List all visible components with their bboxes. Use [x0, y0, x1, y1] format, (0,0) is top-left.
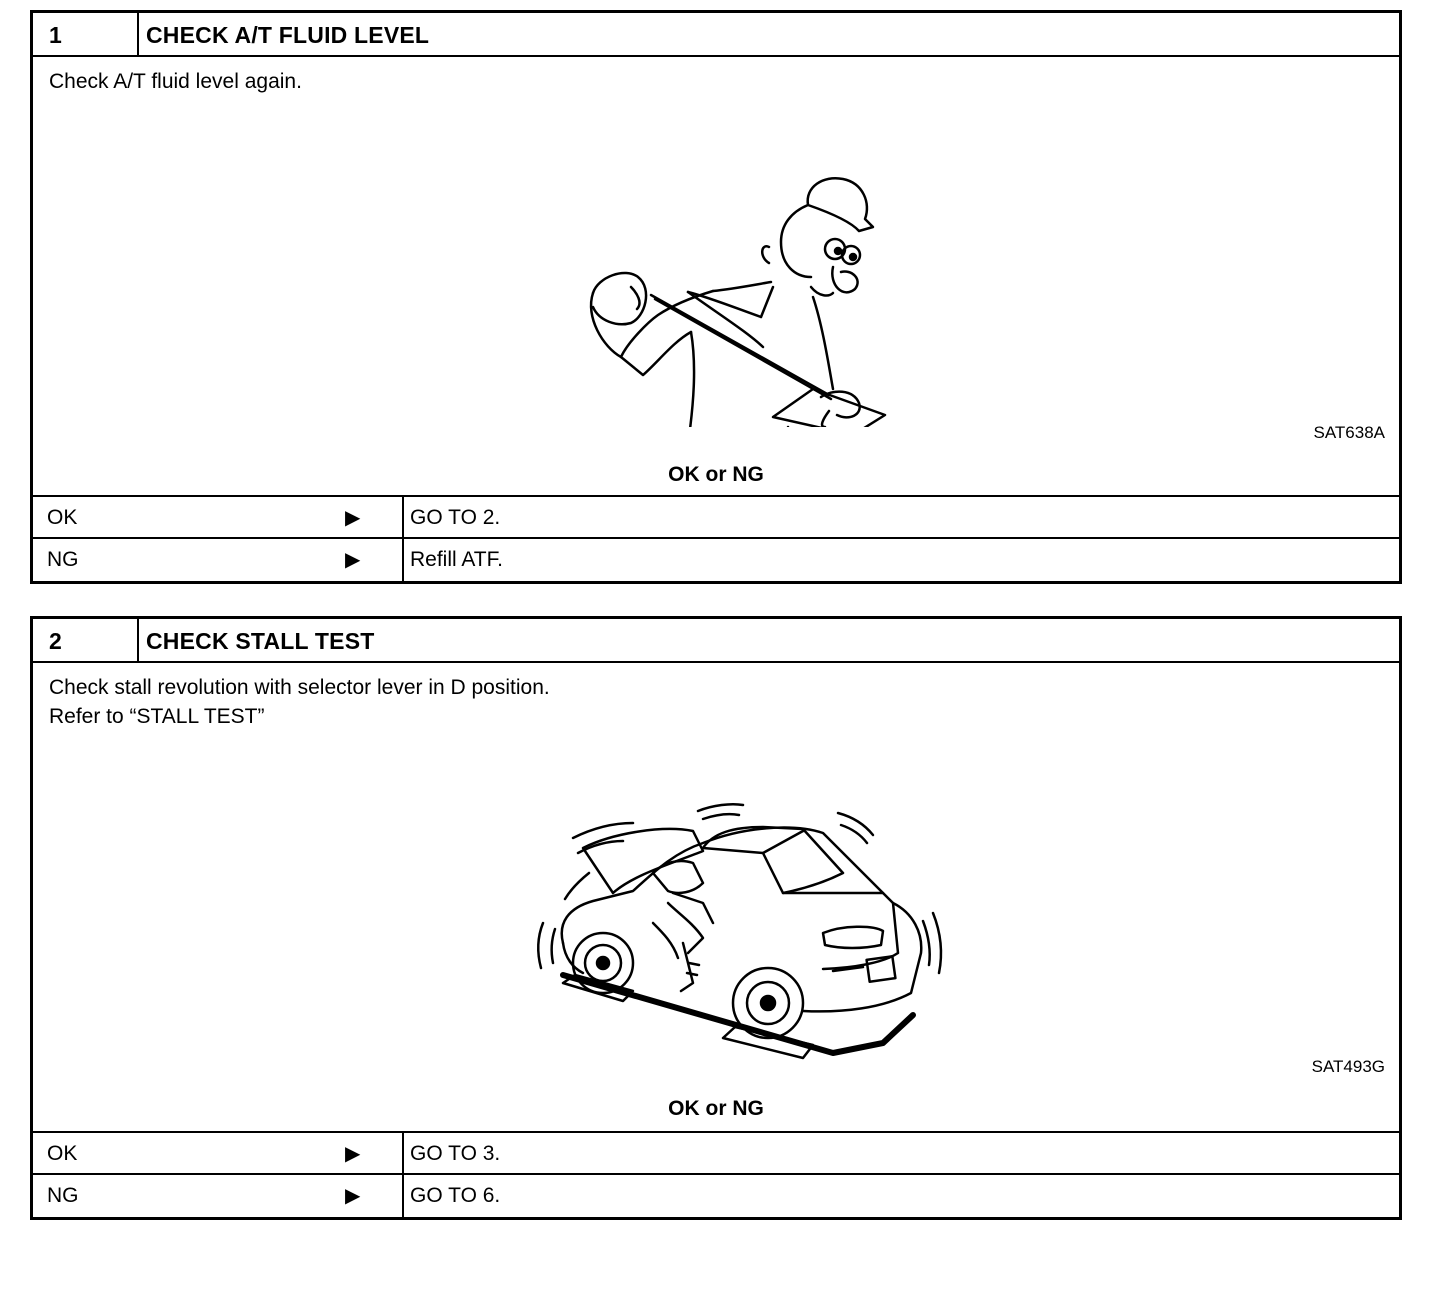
instruction-line: Check A/T fluid level again. [49, 70, 302, 93]
step-body: Check A/T fluid level again. [33, 57, 1399, 497]
result-row-ng: NG ▶ Refill ATF. [33, 539, 1399, 581]
result-row-ok: OK ▶ GO TO 3. [33, 1133, 1399, 1175]
step-header: 1 CHECK A/T FLUID LEVEL [33, 13, 1399, 57]
step-header: 2 CHECK STALL TEST [33, 619, 1399, 663]
car-stall-test-illustration [503, 753, 963, 1073]
instruction-line: Check stall revolution with selector lev… [49, 676, 550, 699]
result-action: Refill ATF. [410, 548, 503, 571]
step-title: CHECK A/T FLUID LEVEL [146, 22, 430, 48]
right-arrow-icon: ▶ [345, 1143, 361, 1165]
result-action: GO TO 6. [410, 1184, 501, 1207]
instruction-line: Refer to “STALL TEST” [49, 705, 265, 728]
result-label: NG [47, 1184, 79, 1207]
mechanic-checking-dipstick-illustration [533, 127, 893, 427]
step-2-table: 2 CHECK STALL TEST Check stall revolutio… [30, 616, 1402, 1220]
figure-code: SAT638A [1313, 423, 1385, 442]
result-prompt: OK or NG [668, 463, 764, 486]
result-row-ng: NG ▶ GO TO 6. [33, 1175, 1399, 1217]
result-prompt: OK or NG [668, 1097, 764, 1120]
right-arrow-icon: ▶ [345, 1185, 361, 1207]
step-title: CHECK STALL TEST [146, 628, 375, 654]
instructions: Check A/T fluid level again. [49, 67, 302, 96]
figure-code: SAT493G [1311, 1057, 1385, 1076]
result-label: OK [47, 1142, 78, 1165]
instructions: Check stall revolution with selector lev… [49, 673, 550, 731]
result-row-ok: OK ▶ GO TO 2. [33, 497, 1399, 539]
step-number: 1 [33, 13, 139, 55]
right-arrow-icon: ▶ [345, 507, 361, 529]
result-action: GO TO 2. [410, 506, 501, 529]
result-label: NG [47, 548, 79, 571]
right-arrow-icon: ▶ [345, 549, 361, 571]
result-label: OK [47, 506, 78, 529]
step-1-table: 1 CHECK A/T FLUID LEVEL Check A/T fluid … [30, 10, 1402, 584]
step-body: Check stall revolution with selector lev… [33, 663, 1399, 1133]
result-action: GO TO 3. [410, 1142, 501, 1165]
step-number: 2 [33, 619, 139, 661]
